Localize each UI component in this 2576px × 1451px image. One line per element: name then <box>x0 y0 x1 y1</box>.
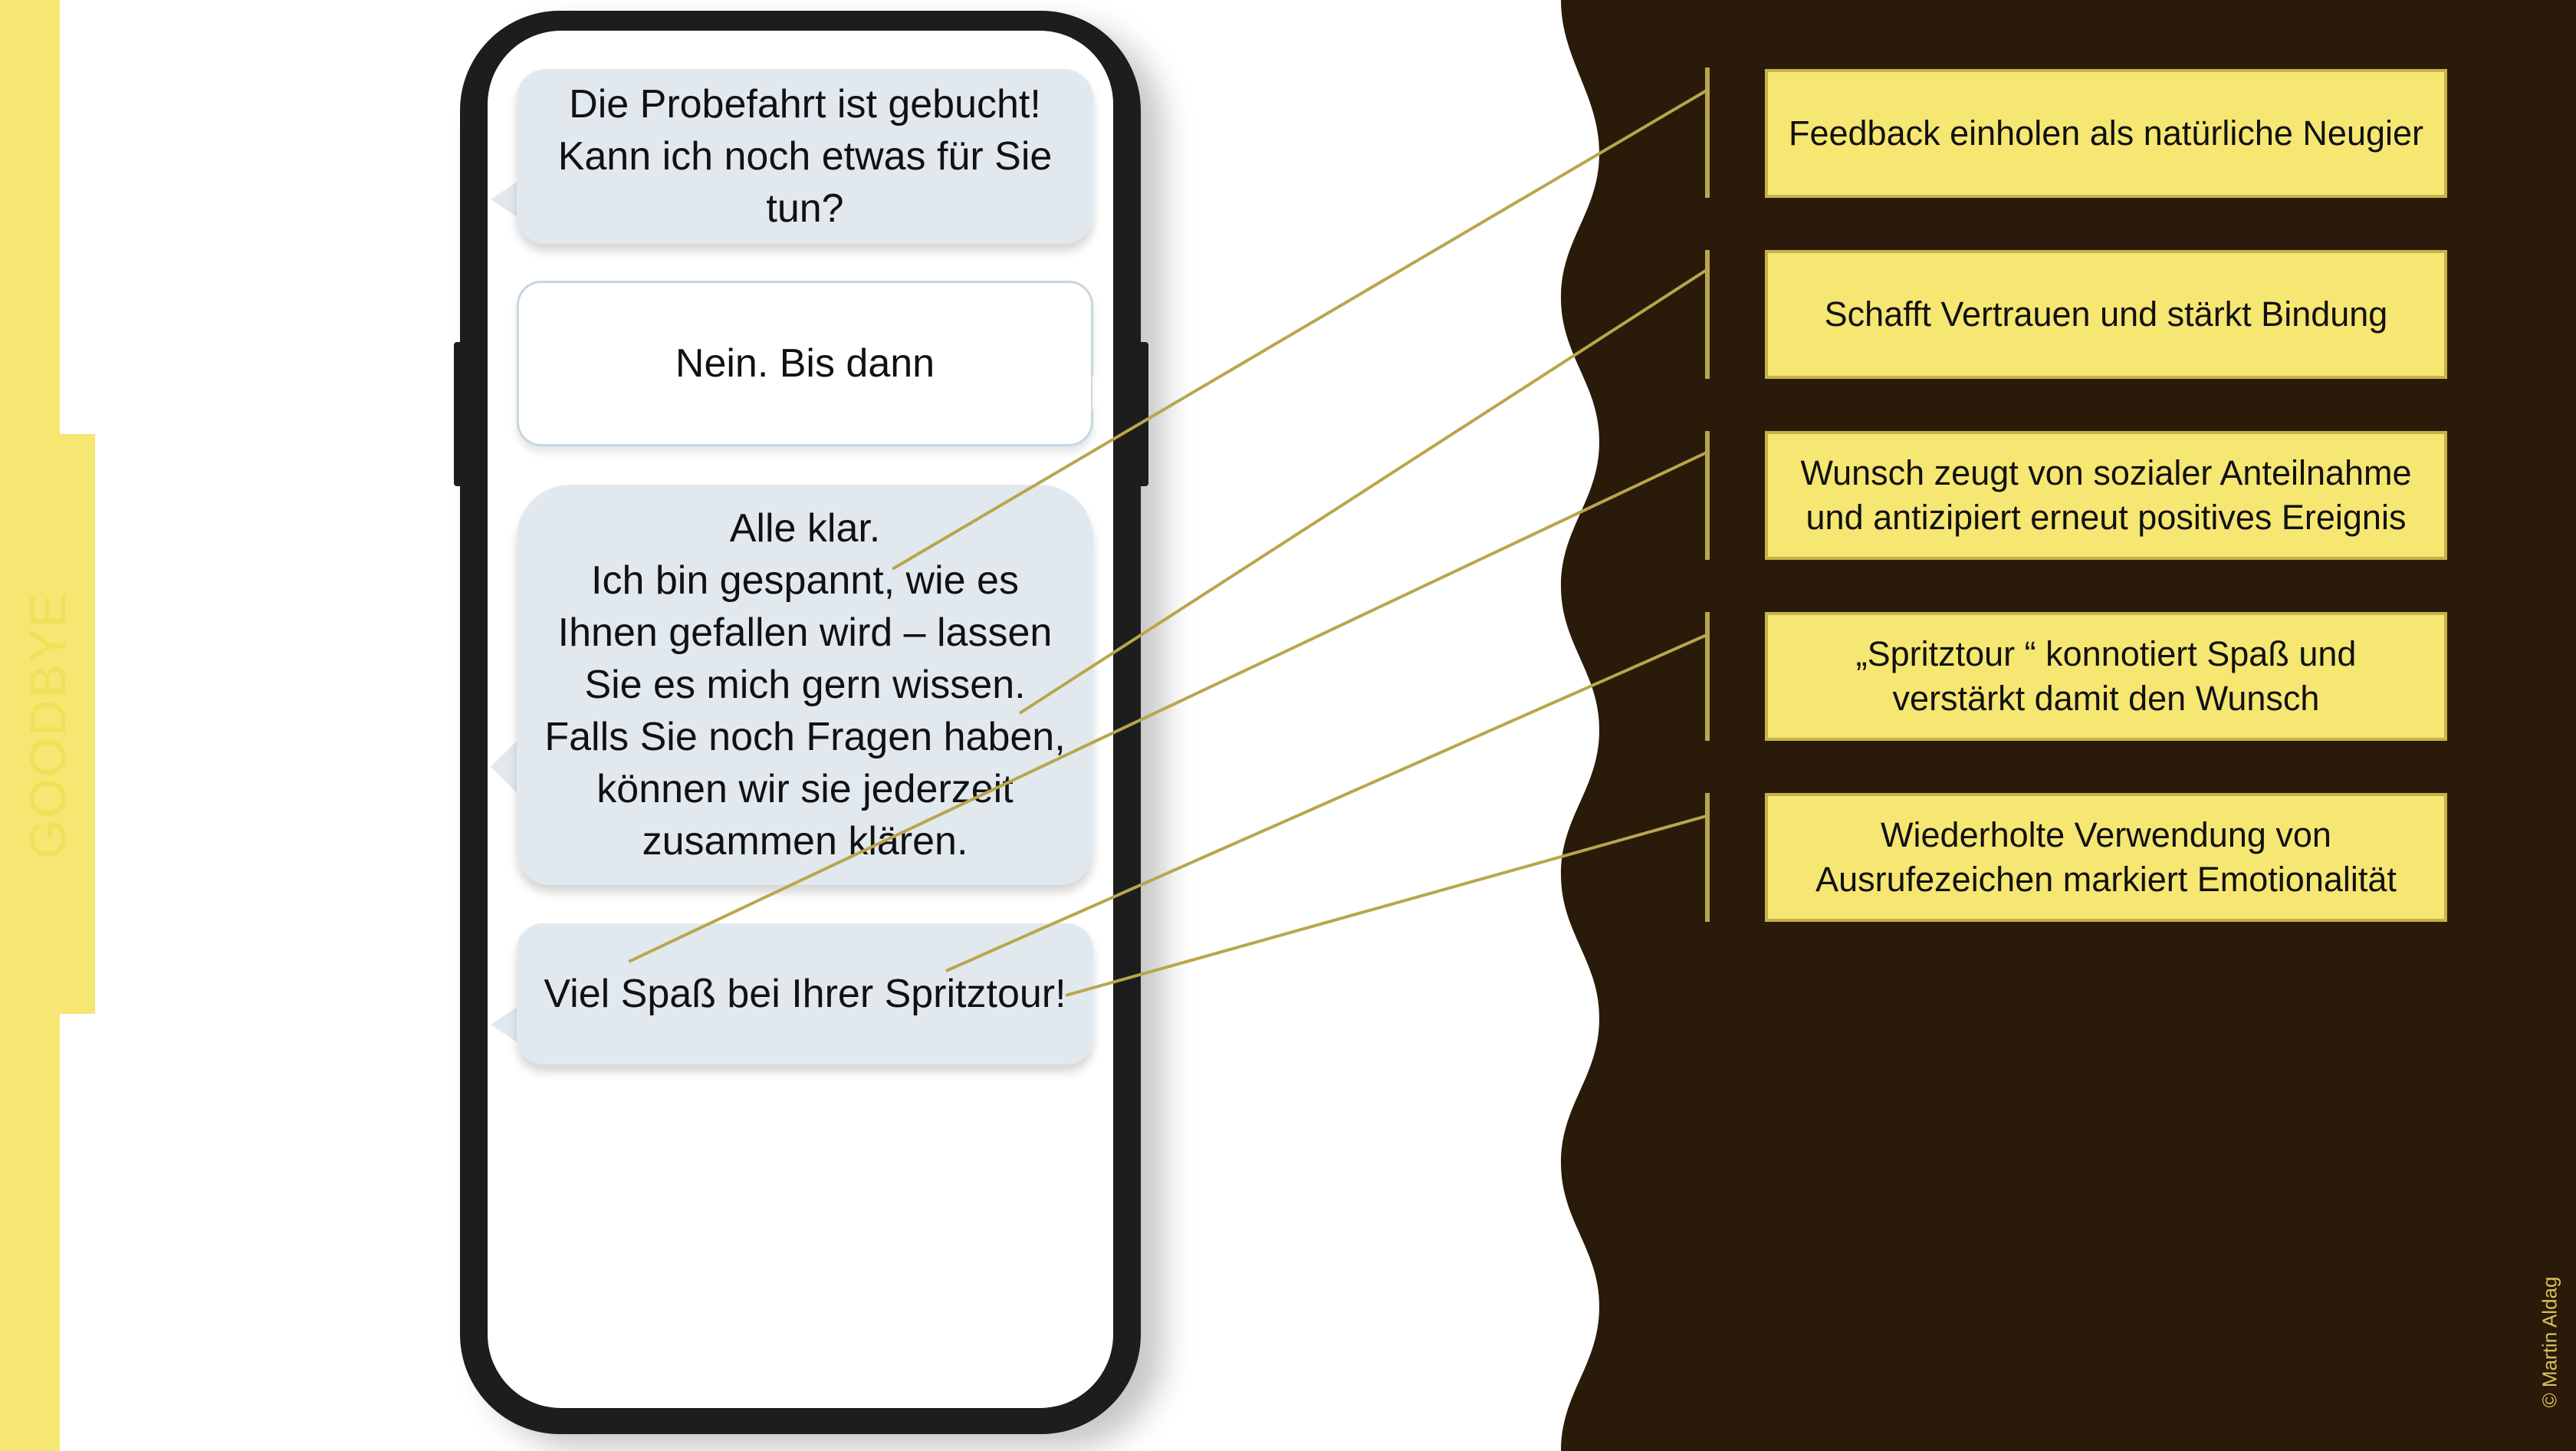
section-tab-top <box>0 0 60 434</box>
bubble-line: Ich bin gespannt, wie es <box>591 558 1019 603</box>
bubble-line: Sie es mich gern wissen. <box>584 663 1026 707</box>
annotation-bar <box>1705 793 1710 922</box>
section-tab-bottom <box>0 1014 60 1451</box>
connector-line-spritztour <box>945 633 1707 972</box>
bubble-tail <box>1092 376 1112 410</box>
bubble-text: Die Probefahrt ist gebucht! Kann ich noc… <box>558 78 1053 235</box>
annotation-bar <box>1705 250 1710 379</box>
bubble-line: Falls Sie noch Fragen haben, <box>544 715 1066 759</box>
annotation-line: „Spritztour “ konnotiert Spaß und <box>1855 634 2357 673</box>
bubble-text: Alle klar. Ich bin gespannt, wie es Ihne… <box>544 502 1065 867</box>
annotation-box: Wunsch zeugt von sozialer Anteilnahme un… <box>1765 431 2447 560</box>
phone-side-button-right <box>1132 342 1148 486</box>
annotation-box: Feedback einholen als natürliche Neugier <box>1765 69 2447 198</box>
bubble-tail <box>491 1006 518 1043</box>
annotation-bar <box>1705 67 1710 198</box>
bubble-line: Ihnen gefallen wird – lassen <box>557 610 1053 655</box>
annotation-box: Schafft Vertrauen und stärkt Bindung <box>1765 250 2447 379</box>
annotation-line: und antizipiert erneut positives Ereigni… <box>1806 498 2407 537</box>
annotation-line: Wunsch zeugt von sozialer Anteilnahme <box>1800 453 2412 492</box>
copyright-notice: © Martin Aldag <box>2538 1276 2561 1408</box>
bubble-line: Die Probefahrt ist gebucht! <box>569 82 1041 127</box>
bubble-text: Nein. Bis dann <box>675 341 935 386</box>
annotation-box: Wiederholte Verwendung von Ausrufezeiche… <box>1765 793 2447 922</box>
annotation-box: „Spritztour “ konnotiert Spaß und verstä… <box>1765 612 2447 741</box>
annotation-line: Wiederholte Verwendung von <box>1881 815 2331 854</box>
bubble-line: können wir sie jederzeit <box>596 767 1014 811</box>
chat-bubble-outgoing: Nein. Bis dann <box>517 281 1093 446</box>
chat-bubble-incoming: Alle klar. Ich bin gespannt, wie es Ihne… <box>517 485 1093 885</box>
chat-bubble-incoming: Viel Spaß bei Ihrer Spritztour! <box>517 923 1093 1064</box>
annotation-line: Schafft Vertrauen und stärkt Bindung <box>1824 294 2388 334</box>
bubble-line: tun? <box>766 186 844 231</box>
phone-side-button-left <box>454 342 471 486</box>
connector-line-vertrauen <box>1018 268 1708 715</box>
annotation-bar <box>1705 431 1710 560</box>
bubble-line: Kann ich noch etwas für Sie <box>557 134 1053 179</box>
annotation-line: Ausrufezeichen markiert Emotionalität <box>1815 860 2397 899</box>
bubble-line: Alle klar. <box>729 506 881 551</box>
bubble-tail <box>491 181 518 218</box>
connector-line-wunsch <box>628 451 1707 963</box>
annotation-bar <box>1705 612 1710 741</box>
annotation-line: Feedback einholen als natürliche Neugier <box>1788 114 2424 153</box>
connector-line-feedback <box>891 89 1708 571</box>
bubble-tail <box>491 736 521 798</box>
section-tab-middle <box>0 434 95 1014</box>
annotation-line: verstärkt damit den Wunsch <box>1892 679 2320 718</box>
connector-line-ausrufezeichen <box>1065 814 1707 997</box>
chat-bubble-incoming: Die Probefahrt ist gebucht! Kann ich noc… <box>517 69 1093 244</box>
bubble-text: Viel Spaß bei Ihrer Spritztour! <box>544 972 1066 1016</box>
